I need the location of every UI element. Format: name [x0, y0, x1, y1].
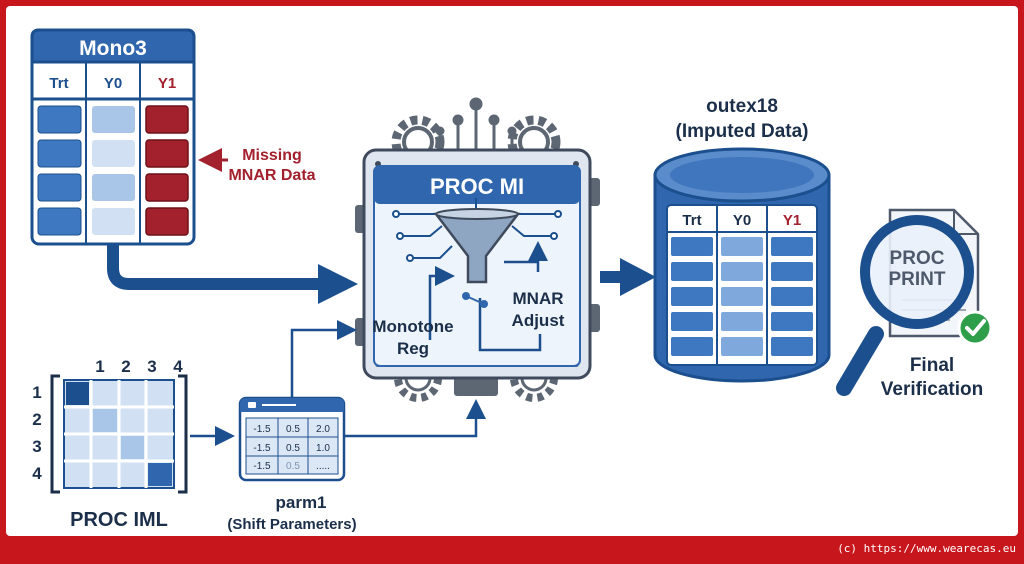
iml-col-4: 4 [173, 357, 183, 376]
outex18-title-line2: (Imputed Data) [676, 121, 809, 142]
parm1-cell: -1.5 [253, 424, 271, 435]
outex18-title-line1: outex18 [706, 96, 778, 117]
final-verification-line2: Verification [881, 379, 983, 400]
iml-row-4: 4 [32, 464, 42, 483]
mono3-to-procmi-arrow [107, 244, 358, 304]
mono3-col-trt: Trt [49, 75, 68, 92]
iml-col-2: 2 [121, 357, 130, 376]
procmi-to-outex18-arrow [600, 258, 656, 296]
monotone-label-line1: Monotone [372, 317, 453, 336]
missing-label-line2: MNAR Data [228, 167, 315, 184]
proc-iml-matrix: 1 2 3 4 1 2 3 4 PROC IML [32, 357, 188, 531]
mnar-label-line2: Adjust [512, 311, 565, 330]
proc-iml-label: PROC IML [70, 509, 168, 531]
parm1-cell: ..... [316, 461, 330, 472]
outex18-cylinder: Trt Y0 Y1 [653, 147, 831, 383]
mono3-table: Mono3 Trt Y0 Y1 [30, 28, 196, 246]
mono3-title: Mono3 [79, 37, 147, 60]
proc-print-magnifier: PROC PRINT [836, 208, 993, 396]
mono3-cells [37, 105, 189, 236]
outex18-col-trt: Trt [682, 212, 701, 229]
magnifier-icon [860, 215, 974, 329]
outex18-col-y1: Y1 [783, 212, 801, 229]
iml-row-3: 3 [32, 437, 41, 456]
iml-col-3: 3 [147, 357, 156, 376]
funnel-icon [433, 208, 521, 284]
outex18-cells [671, 237, 813, 356]
magnifier-handle [836, 326, 884, 396]
check-icon [957, 310, 993, 346]
window-icon [248, 402, 256, 408]
parm1-to-procmi-bottom-arrow [344, 399, 486, 438]
missing-label-line1: Missing [242, 147, 302, 164]
parm1-title: parm1 [275, 493, 326, 512]
parm1-cell: 0.5 [286, 461, 300, 472]
mnar-label-line1: MNAR [513, 289, 564, 308]
parm1-cell: 0.5 [286, 424, 300, 435]
iml-col-1: 1 [95, 357, 104, 376]
parm1-cell: -1.5 [253, 443, 271, 454]
mono3-col-y0: Y0 [104, 75, 122, 92]
parm1-window: -1.5 0.5 2.0 -1.5 0.5 1.0 -1.5 0.5 ..... [238, 396, 346, 482]
monotone-label-line2: Reg [397, 339, 429, 358]
proc-print-line2: PRINT [889, 269, 946, 290]
parm1-cell: 0.5 [286, 443, 300, 454]
parm1-to-procmi-arrow [290, 320, 357, 398]
outex18-col-y0: Y0 [733, 212, 751, 229]
parm1-cell: -1.5 [253, 461, 271, 472]
proc-print-line1: PROC [890, 248, 945, 269]
parm1-subtitle: (Shift Parameters) [227, 516, 356, 533]
final-verification-line1: Final [910, 355, 954, 376]
footer-credit: (c) https://www.wearecas.eu [837, 542, 1016, 555]
mono3-col-y1: Y1 [158, 75, 176, 92]
parm1-cell: 1.0 [316, 443, 330, 454]
iml-row-1: 1 [32, 383, 41, 402]
proc-mi-title: PROC MI [430, 174, 524, 199]
parm1-cell: 2.0 [316, 424, 330, 435]
proc-mi-machine: PROC MI Monotone Reg MNAR Adjust [355, 97, 600, 402]
iml-row-2: 2 [32, 410, 41, 429]
